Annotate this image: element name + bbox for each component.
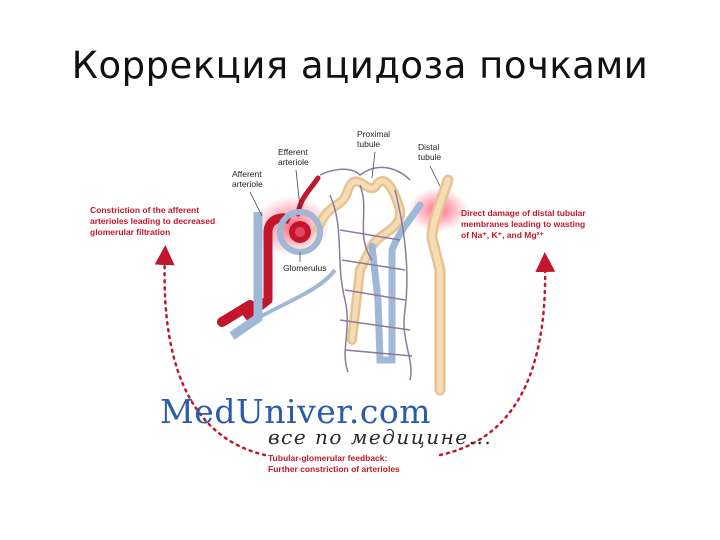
proximal-tubule-shape: [313, 176, 406, 345]
loop-of-henle-shape: [368, 201, 424, 364]
label-efferent-arteriole: Efferent arteriole: [278, 147, 310, 167]
label-glomerulus: Glomerulus: [283, 263, 326, 273]
slide-title: Коррекция ацидоза почками: [71, 44, 649, 87]
feedback-dashed-arrow: [154, 245, 267, 457]
distal-tubule-inner: [428, 177, 451, 393]
leader-lines: [249, 151, 441, 262]
glomerulus-core: [295, 227, 305, 237]
renal-artery-branch: [217, 300, 255, 327]
watermark-brand: MedUniver.com: [160, 392, 432, 431]
label-afferent-arteriole: Afferent arteriole: [232, 169, 264, 189]
annotation-feedback: Tubular-glomerular feedback: Further con…: [268, 453, 400, 474]
capillary-network: [319, 166, 413, 381]
annotation-distal-damage: Direct damage of distal tubular membrane…: [461, 208, 588, 240]
label-proximal-tubule: Proximal tubule: [357, 129, 392, 149]
proximal-tubule-inner: [315, 178, 403, 343]
distal-dashed-arrow: [438, 252, 556, 457]
annotation-constriction: Constriction of the afferent arterioles …: [90, 205, 218, 237]
label-distal-tubule: Distal tubule: [418, 142, 442, 162]
vein-branch: [257, 268, 337, 320]
watermark-tagline: все по медицине...: [268, 425, 493, 449]
